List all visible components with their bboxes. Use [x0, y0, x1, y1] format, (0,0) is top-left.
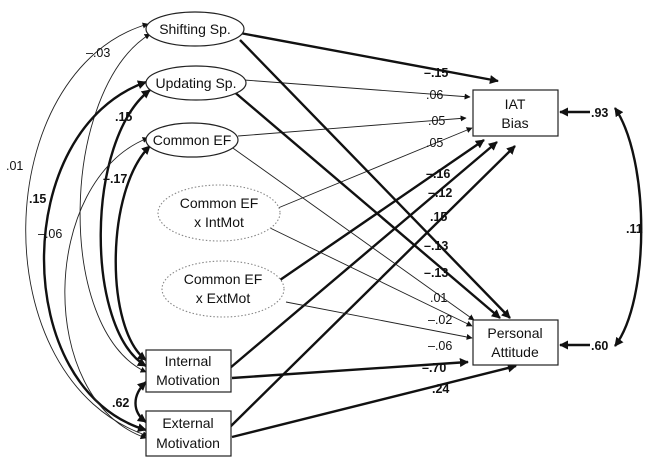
cov-arc-shifting-external — [25, 22, 149, 438]
node-external-line2: Motivation — [156, 435, 220, 451]
node-external-motivation: External Motivation — [145, 410, 232, 457]
node-iat-bias: IAT Bias — [472, 89, 559, 137]
node-ef-x-extmot-line1: Common EF — [184, 271, 263, 287]
node-attitude-line1: Personal — [487, 325, 542, 341]
cov-arc-iat-attitude — [614, 107, 643, 347]
node-internal-motivation: Internal Motivation — [145, 349, 232, 393]
path-efextmot-attitude — [285, 301, 473, 340]
cov-commonef-internal: –.17 — [103, 172, 127, 186]
cov-shifting-internal: –.03 — [86, 46, 110, 60]
node-ef-x-intmot-line1: Common EF — [180, 195, 259, 211]
cov-arc-updating-internal — [99, 89, 151, 368]
node-ef-x-intmot-line2: x IntMot — [194, 214, 244, 230]
cov-arc-updating-external — [42, 80, 147, 433]
path-internal-attitude — [231, 358, 469, 380]
path-external-attitude — [231, 363, 517, 439]
node-common-ef-label: Common EF — [153, 132, 232, 148]
cov-commonef-external: –.06 — [38, 227, 62, 241]
coef-efintmot-iat: .05 — [426, 136, 443, 150]
cov-internal-external: .62 — [112, 396, 129, 410]
coef-commonef-attitude: .01 — [430, 291, 447, 305]
path-efextmot-iat — [279, 139, 485, 281]
coef-internal-iat: –.12 — [428, 186, 452, 200]
coef-shifting-attitude: –.13 — [424, 239, 448, 253]
path-efintmot-iat — [277, 127, 473, 209]
coef-external-attitude: .24 — [432, 382, 449, 396]
cov-updating-internal: .15 — [115, 110, 132, 124]
coef-internal-attitude: –.70 — [422, 361, 446, 375]
path-shifting-iat — [239, 31, 499, 84]
coef-efextmot-iat: –.16 — [426, 167, 450, 181]
node-common-ef: Common EF — [145, 122, 239, 158]
node-updating: Updating Sp. — [145, 65, 247, 101]
node-attitude-line2: Attitude — [491, 344, 539, 360]
cov-updating-external: .15 — [29, 192, 46, 206]
residual-iat: .93 — [591, 106, 608, 120]
node-updating-label: Updating Sp. — [156, 75, 237, 91]
path-updating-attitude — [231, 89, 501, 319]
coef-updating-iat: .06 — [426, 88, 443, 102]
node-personal-attitude: Personal Attitude — [472, 319, 559, 366]
path-external-iat — [229, 145, 516, 428]
node-iat-line2: Bias — [501, 115, 528, 131]
coef-commonef-iat: .05 — [428, 114, 445, 128]
cov-arc-shifting-internal — [79, 33, 151, 373]
coef-external-iat: .15 — [430, 210, 447, 224]
cov-arc-commonef-external — [64, 137, 149, 440]
node-shifting: Shifting Sp. — [145, 11, 245, 47]
node-ef-x-intmot: Common EF x IntMot — [157, 184, 281, 242]
cov-arc-commonef-internal — [114, 145, 151, 361]
cov-iat-attitude: .11 — [626, 222, 643, 236]
coef-updating-attitude: –.13 — [424, 266, 448, 280]
node-iat-line1: IAT — [505, 96, 526, 112]
coef-efintmot-attitude: –.02 — [428, 313, 452, 327]
residual-attitude: .60 — [591, 339, 608, 353]
path-efintmot-attitude — [265, 225, 473, 327]
node-ef-x-extmot: Common EF x ExtMot — [161, 260, 285, 318]
path-commonef-iat — [237, 115, 467, 137]
node-external-line1: External — [162, 415, 213, 431]
path-shifting-attitude — [239, 39, 511, 319]
cov-arc-internal-external — [134, 381, 147, 423]
cov-shifting-external: .01 — [6, 159, 23, 173]
coef-efextmot-attitude: –.06 — [428, 339, 452, 353]
coef-shifting-iat: –.15 — [424, 66, 448, 80]
path-commonef-attitude — [229, 145, 475, 321]
node-shifting-label: Shifting Sp. — [159, 21, 231, 37]
node-internal-line1: Internal — [165, 353, 212, 369]
node-ef-x-extmot-line2: x ExtMot — [196, 290, 251, 306]
path-internal-iat — [229, 141, 498, 369]
node-internal-line2: Motivation — [156, 372, 220, 388]
